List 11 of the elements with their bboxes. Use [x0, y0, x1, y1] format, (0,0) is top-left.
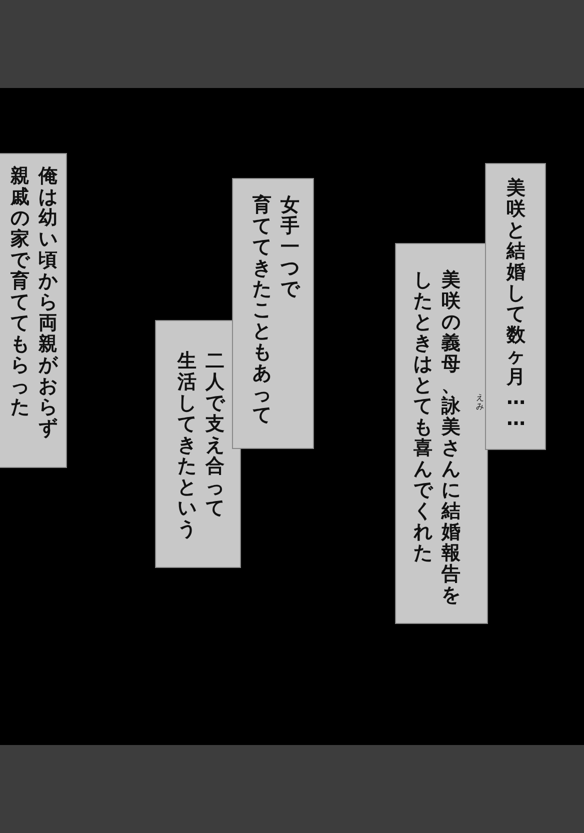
- caption-text: 美咲と結婚して数ヶ月……: [505, 178, 526, 430]
- furigana: えみ: [476, 393, 485, 411]
- caption-box: [0, 153, 67, 468]
- caption-text: 女手一つで育ててきたこともあって: [252, 195, 301, 426]
- caption-box: [155, 320, 241, 568]
- caption-box: [232, 178, 314, 449]
- caption-text: 二人で支え合って生活してきたという: [176, 351, 226, 540]
- caption-text: 俺は幼い頃から両親がおらず親戚の家で育ててもらった: [9, 166, 59, 439]
- caption-box: [395, 243, 488, 624]
- caption-box: [485, 163, 546, 450]
- caption-text: 美咲の義母、詠美さんに結婚報告をしたときはとても喜んでくれた: [412, 270, 462, 606]
